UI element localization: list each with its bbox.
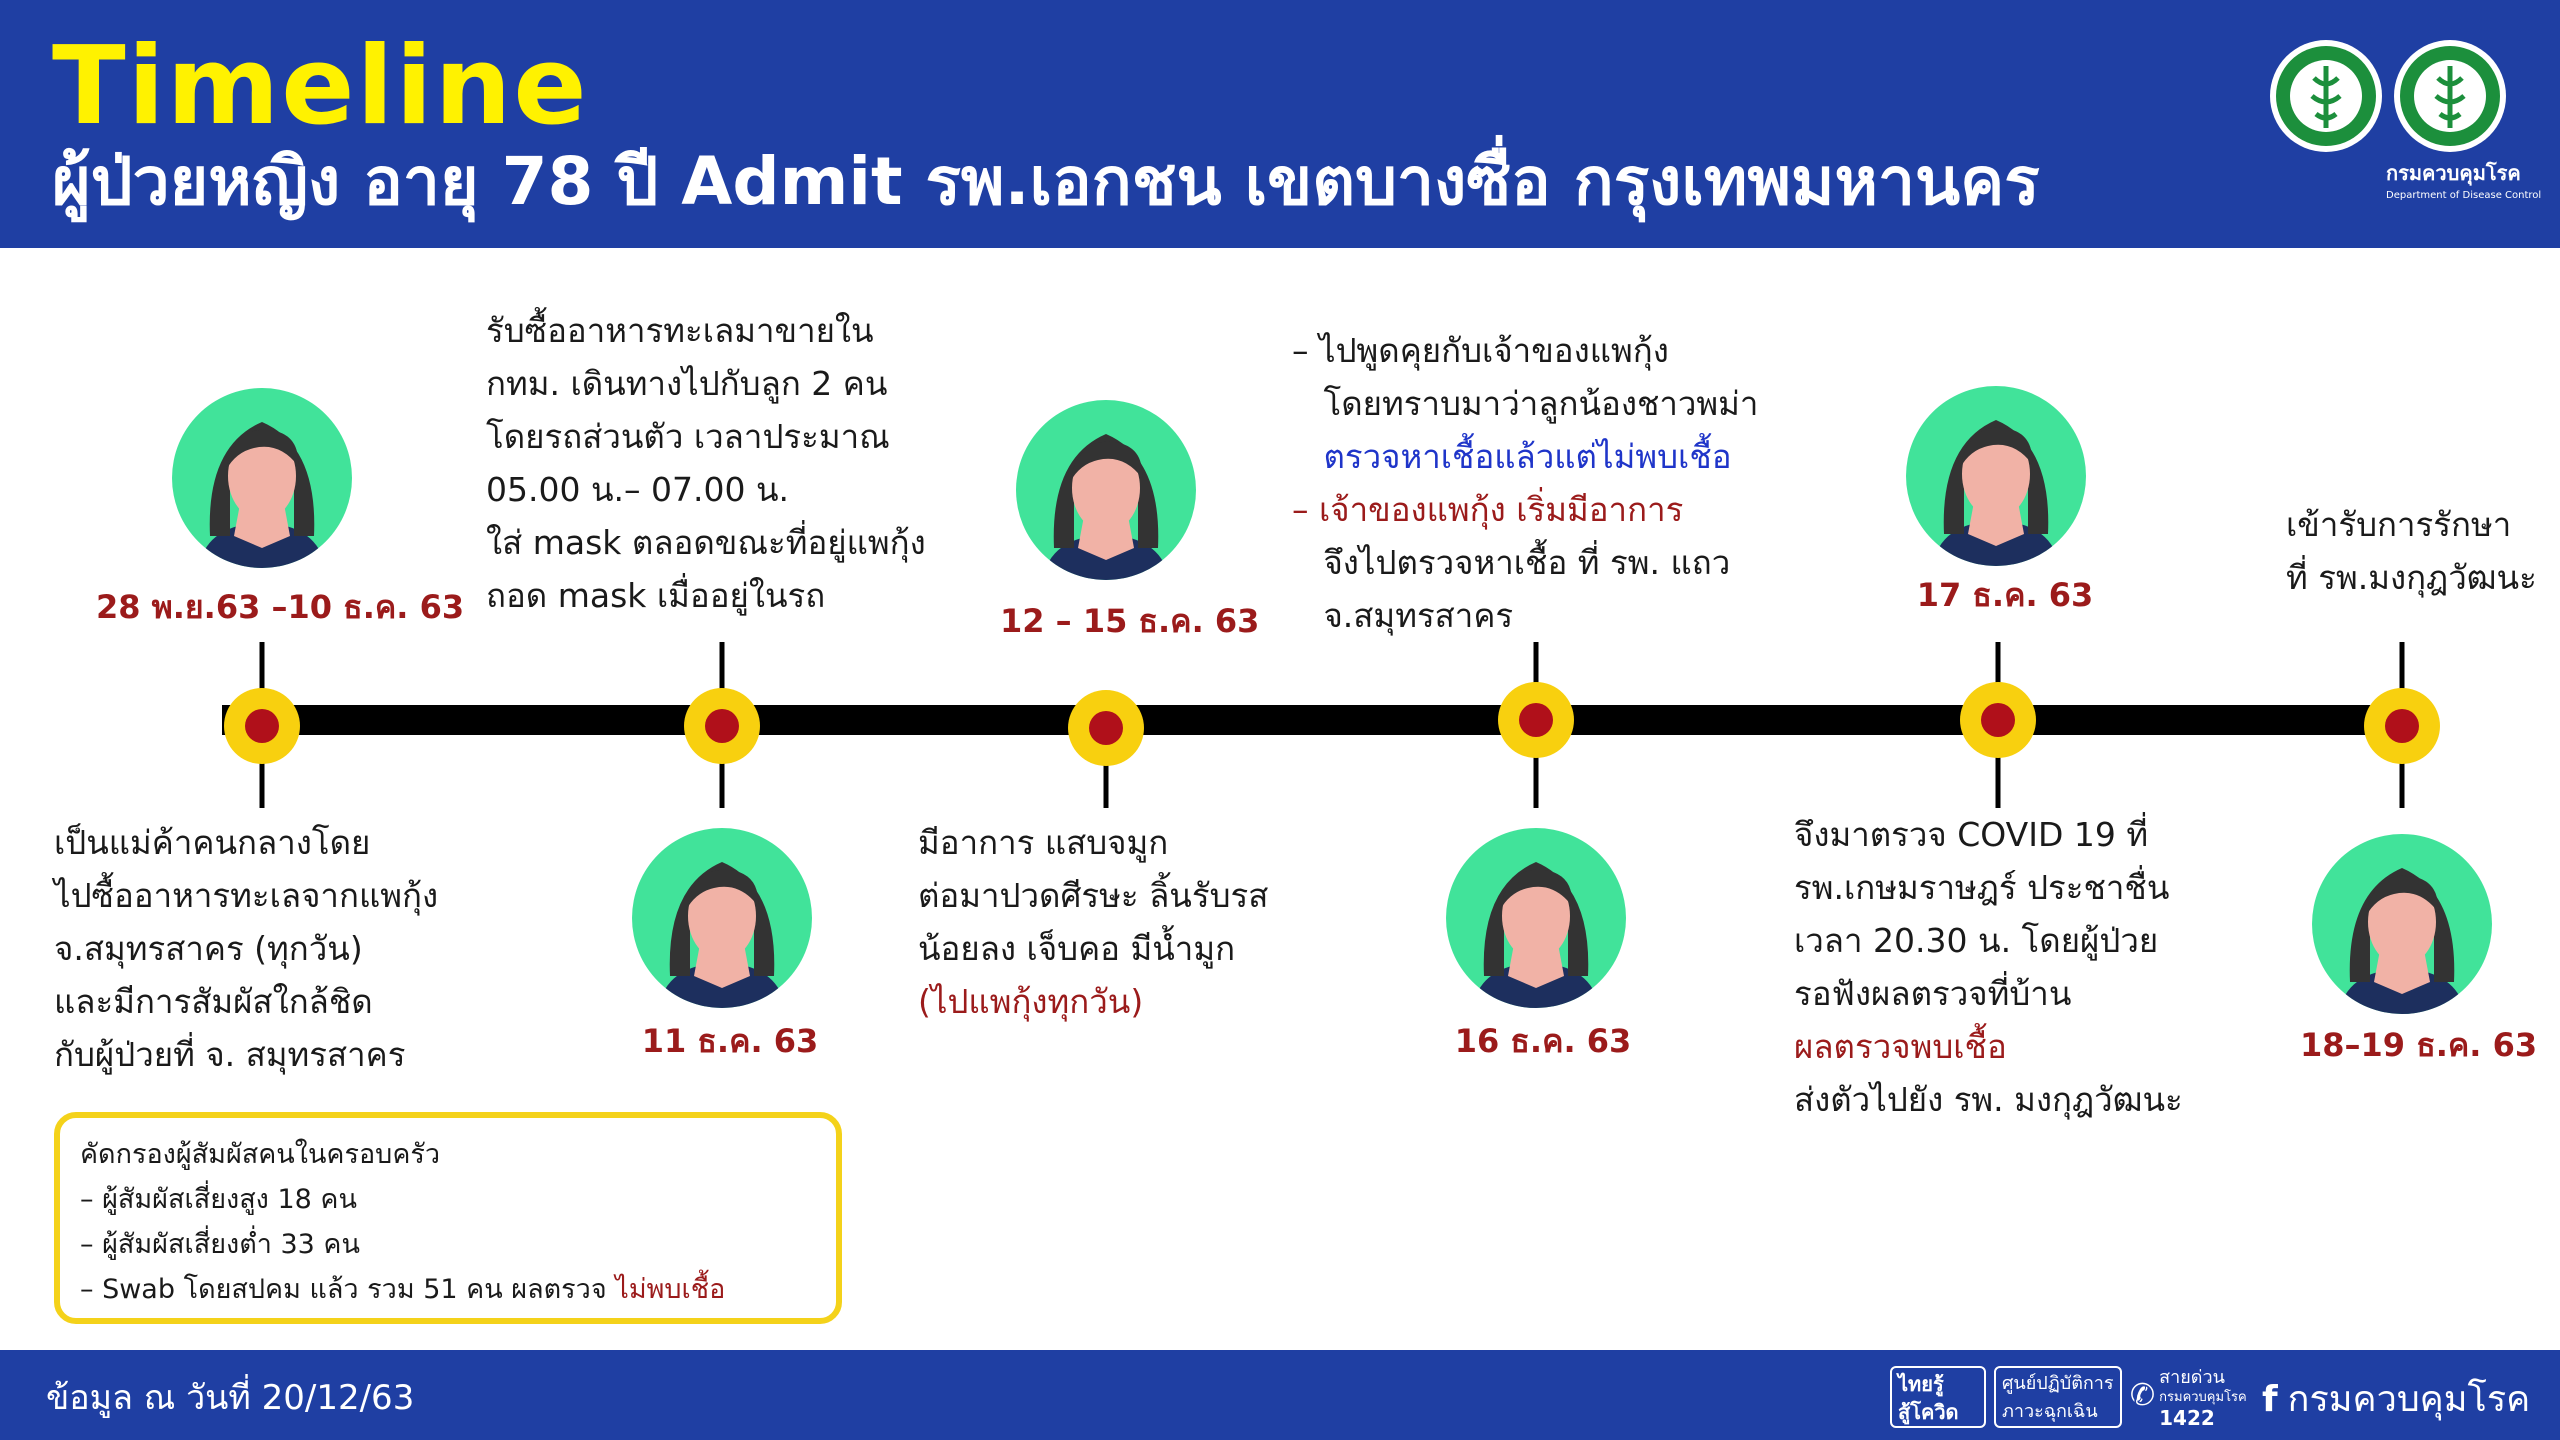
event-2-line: ถอด mask เมื่ออยู่ในรถ bbox=[486, 576, 826, 615]
event-6-line: ที่ รพ.มงกุฎวัฒนะ bbox=[2286, 558, 2537, 597]
facebook-label: กรมควบคุมโรค bbox=[2287, 1379, 2531, 1420]
event-description-6: เข้ารับการรักษาที่ รพ.มงกุฎวัฒนะ bbox=[2286, 498, 2537, 604]
page-subtitle: ผู้ป่วยหญิง อายุ 78 ปี Admit รพ.เอกชน เข… bbox=[52, 143, 2040, 220]
event-2-line: รับซื้ออาหารทะเลมาขายใน bbox=[486, 311, 874, 350]
hotline-label: สายด่วน bbox=[2159, 1367, 2225, 1388]
logo-subcaption: Department of Disease Control bbox=[2386, 190, 2542, 201]
screening-item-low-risk: – ผู้สัมผัสเสี่ยงต่ำ 33 คน bbox=[80, 1229, 360, 1260]
event-6-line: เข้ารับการรักษา bbox=[2286, 505, 2512, 544]
header-banner: Timeline ผู้ป่วยหญิง อายุ 78 ปี Admit รพ… bbox=[0, 0, 2560, 248]
hotline-number: 1422 bbox=[2159, 1406, 2215, 1430]
person-avatar-icon bbox=[170, 386, 354, 570]
event-3-line: ต่อมาปวดศีรษะ ลิ้นรับรส bbox=[918, 876, 1269, 915]
person-avatar-icon bbox=[2310, 832, 2494, 1016]
timeline-marker-6 bbox=[2364, 688, 2440, 764]
hotline-org: กรมควบคุมโรค bbox=[2159, 1390, 2247, 1405]
event-5-line: ส่งตัวไปยัง รพ. มงกุฎวัฒนะ bbox=[1794, 1080, 2183, 1119]
timeline-marker-5 bbox=[1960, 682, 2036, 758]
timeline-marker-4 bbox=[1498, 682, 1574, 758]
timeline-axis bbox=[222, 642, 2440, 808]
page-title: Timeline bbox=[52, 24, 589, 149]
screening-item-swab: – Swab โดยสปคม แล้ว รวม 51 คน ผลตรวจ ไม่… bbox=[80, 1267, 816, 1312]
event-1-line: กับผู้ป่วยที่ จ. สมุทรสาคร bbox=[54, 1035, 406, 1074]
event-4-line: – ไปพูดคุยกับเจ้าของแพกุ้ง bbox=[1292, 331, 1669, 370]
screening-item-high-risk: – ผู้สัมผัสเสี่ยงสูง 18 คน bbox=[80, 1184, 357, 1215]
badge1-line1: ไทยรู้ bbox=[1898, 1372, 1944, 1396]
event-date-5: 17 ธ.ค. 63 bbox=[1916, 576, 2094, 614]
badge1-line2: สู้โควิด bbox=[1898, 1400, 1959, 1424]
event-4-line: ตรวจหาเชื้อแล้วแต่ไม่พบเชื้อ bbox=[1292, 437, 1732, 476]
timeline-marker-3 bbox=[1068, 690, 1144, 766]
footer-bar: ข้อมูล ณ วันที่ 20/12/63 ไทยรู้ สู้โควิด… bbox=[0, 1350, 2560, 1440]
event-date-1: 28 พ.ย.63 –10 ธ.ค. 63 bbox=[96, 588, 465, 626]
event-4-line: จ.สมุทรสาคร bbox=[1292, 596, 1514, 635]
swab-text: – Swab โดยสปคม แล้ว รวม 51 คน ผลตรวจ bbox=[80, 1274, 616, 1305]
event-2-line: ใส่ mask ตลอดขณะที่อยู่แพกุ้ง bbox=[486, 523, 926, 562]
hotline-info: ✆ สายด่วน กรมควบคุมโรค 1422 bbox=[2130, 1367, 2247, 1430]
event-5-line: จึงมาตรวจ COVID 19 ที่ bbox=[1794, 815, 2149, 854]
swab-result: ไม่พบเชื้อ bbox=[615, 1274, 726, 1305]
phone-icon: ✆ bbox=[2130, 1378, 2156, 1413]
event-3-line: น้อยลง เจ็บคอ มีน้ำมูก bbox=[918, 929, 1236, 968]
person-avatar-icon bbox=[1444, 826, 1628, 1010]
timeline-marker-1 bbox=[224, 688, 300, 764]
thai-fight-covid-badge: ไทยรู้ สู้โควิด bbox=[1890, 1366, 1986, 1428]
facebook-icon: f bbox=[2262, 1379, 2278, 1420]
event-2-line: กทม. เดินทางไปกับลูก 2 คน bbox=[486, 364, 888, 403]
ministry-seal-icon bbox=[2270, 40, 2382, 152]
event-1-line: และมีการสัมผัสใกล้ชิด bbox=[54, 982, 373, 1021]
event-5-line: ผลตรวจพบเชื้อ bbox=[1794, 1027, 2007, 1066]
data-date: ข้อมูล ณ วันที่ 20/12/63 bbox=[46, 1378, 415, 1418]
event-description-2: รับซื้ออาหารทะเลมาขายในกทม. เดินทางไปกับ… bbox=[486, 304, 926, 622]
event-description-4: – ไปพูดคุยกับเจ้าของแพกุ้ง โดยทราบมาว่าล… bbox=[1292, 324, 1758, 642]
event-date-6: 18–19 ธ.ค. 63 bbox=[2300, 1026, 2538, 1064]
event-date-3: 12 – 15 ธ.ค. 63 bbox=[1000, 602, 1260, 640]
event-1-line: เป็นแม่ค้าคนกลางโดย bbox=[54, 823, 371, 862]
event-1-line: จ.สมุทรสาคร (ทุกวัน) bbox=[54, 929, 363, 968]
emergency-center-badge: ศูนย์ปฏิบัติการ ภาวะฉุกเฉิน bbox=[1994, 1366, 2122, 1428]
badge2-line1: ศูนย์ปฏิบัติการ bbox=[2002, 1373, 2114, 1394]
event-date-4: 16 ธ.ค. 63 bbox=[1454, 1022, 1632, 1060]
person-avatar-icon bbox=[630, 826, 814, 1010]
event-3-line: มีอาการ แสบจมูก bbox=[918, 823, 1169, 862]
event-4-line: – เจ้าของแพกุ้ง เริ่มมีอาการ bbox=[1292, 490, 1684, 529]
event-4-line: โดยทราบมาว่าลูกน้องชาวพม่า bbox=[1292, 384, 1759, 423]
contact-screening-box: คัดกรองผู้สัมผัสคนในครอบครัว – ผู้สัมผัส… bbox=[54, 1112, 842, 1324]
event-5-line: รอฟังผลตรวจที่บ้าน bbox=[1794, 974, 2072, 1013]
event-4-line: จึงไปตรวจหาเชื้อ ที่ รพ. แถว bbox=[1292, 543, 1731, 582]
ministry-logos: กรมควบคุมโรค Department of Disease Contr… bbox=[2268, 38, 2542, 208]
badge2-line2: ภาวะฉุกเฉิน bbox=[2002, 1401, 2098, 1422]
event-date-2: 11 ธ.ค. 63 bbox=[641, 1022, 819, 1060]
screening-title: คัดกรองผู้สัมผัสคนในครอบครัว bbox=[80, 1139, 441, 1170]
event-description-5: จึงมาตรวจ COVID 19 ที่รพ.เกษมราษฎร์ ประช… bbox=[1794, 808, 2183, 1126]
event-description-1: เป็นแม่ค้าคนกลางโดยไปซื้ออาหารทะเลจากแพก… bbox=[54, 816, 438, 1081]
logo-caption: กรมควบคุมโรค bbox=[2386, 161, 2521, 185]
person-avatar-icon bbox=[1904, 384, 2088, 568]
event-5-line: เวลา 20.30 น. โดยผู้ป่วย bbox=[1794, 921, 2159, 960]
person-avatar-icon bbox=[1014, 398, 1198, 582]
department-seal-icon bbox=[2394, 40, 2506, 152]
timeline-marker-2 bbox=[684, 688, 760, 764]
event-2-line: โดยรถส่วนตัว เวลาประมาณ bbox=[486, 417, 890, 456]
event-description-3: มีอาการ แสบจมูกต่อมาปวดศีรษะ ลิ้นรับรสน้… bbox=[918, 816, 1268, 1028]
event-1-line: ไปซื้ออาหารทะเลจากแพกุ้ง bbox=[54, 876, 439, 915]
event-5-line: รพ.เกษมราษฎร์ ประชาชื่น bbox=[1794, 868, 2170, 907]
event-2-line: 05.00 น.– 07.00 น. bbox=[486, 470, 790, 509]
event-3-line: (ไปแพกุ้งทุกวัน) bbox=[918, 982, 1144, 1021]
